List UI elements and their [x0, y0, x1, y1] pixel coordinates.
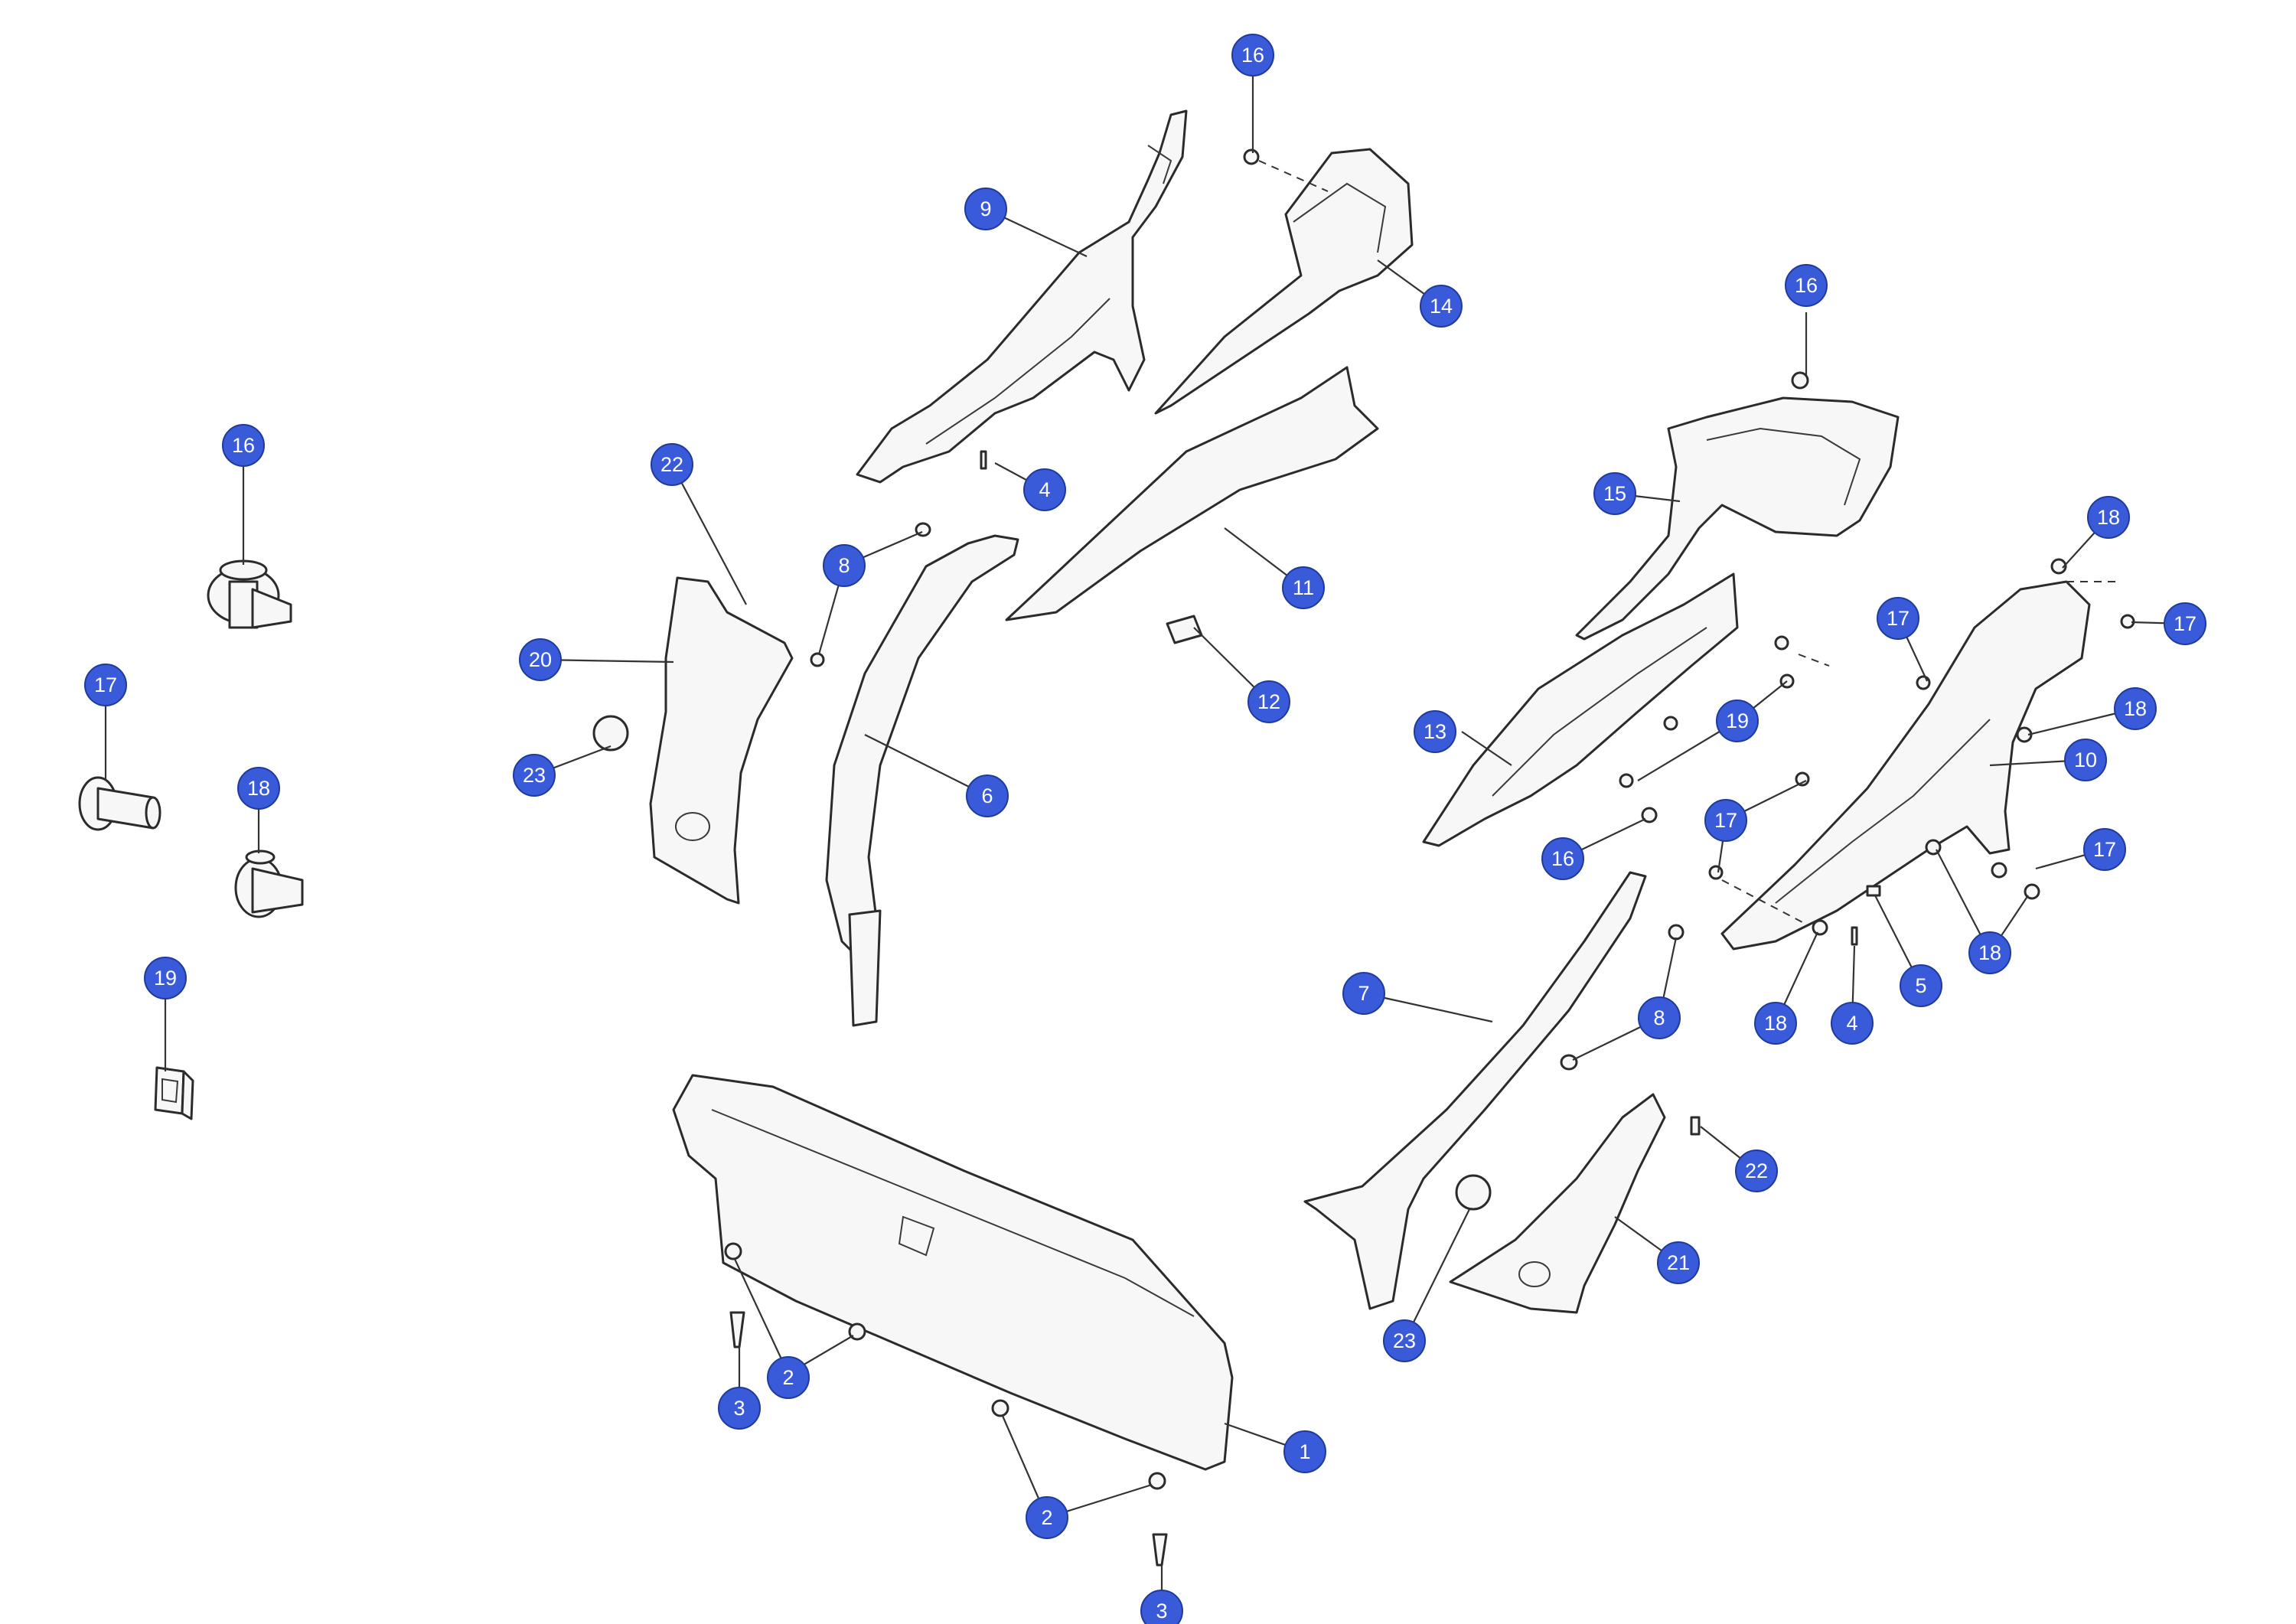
callout-4: 4 [1023, 468, 1066, 511]
callout-4: 4 [1831, 1002, 1874, 1045]
callout-10: 10 [2064, 739, 2107, 781]
callout-23: 23 [1383, 1319, 1426, 1362]
svg-text:16: 16 [1551, 847, 1574, 870]
callout-16: 16 [222, 424, 265, 467]
callout-14: 14 [1420, 285, 1463, 328]
svg-text:5: 5 [1915, 974, 1926, 997]
svg-text:10: 10 [2074, 748, 2097, 771]
clip-19-detail [154, 1066, 194, 1120]
svg-text:15: 15 [1603, 482, 1626, 505]
callout-16: 16 [1541, 837, 1584, 880]
callout-5: 5 [1900, 964, 1942, 1007]
svg-text:18: 18 [247, 777, 270, 800]
part-15-shelf [1575, 396, 1900, 641]
callout-13: 13 [1414, 710, 1456, 753]
svg-text:23: 23 [1393, 1329, 1416, 1352]
svg-text:8: 8 [1653, 1006, 1665, 1029]
part-7-pillar-trim [1303, 871, 1647, 1310]
svg-text:17: 17 [1887, 607, 1910, 630]
part-9-bracket [856, 109, 1188, 484]
svg-text:22: 22 [660, 453, 683, 476]
svg-text:18: 18 [2124, 697, 2147, 720]
part-11-panel [1005, 366, 1379, 621]
svg-text:4: 4 [1039, 478, 1050, 501]
callout-7: 7 [1342, 972, 1385, 1015]
callout-8: 8 [1638, 996, 1681, 1039]
part-13-shelf [1422, 572, 1739, 847]
callout-11: 11 [1282, 566, 1325, 609]
part-21-trim [1449, 1093, 1666, 1314]
callout-22: 22 [651, 443, 693, 486]
callout-3: 3 [1140, 1590, 1183, 1624]
callout-18: 18 [2087, 496, 2130, 539]
callout-22: 22 [1735, 1150, 1778, 1192]
svg-text:6: 6 [981, 784, 993, 807]
svg-text:22: 22 [1745, 1159, 1768, 1182]
svg-text:7: 7 [1358, 982, 1369, 1005]
svg-text:17: 17 [2093, 838, 2116, 861]
callout-18: 18 [1754, 1002, 1797, 1045]
callout-16: 16 [1785, 264, 1828, 307]
svg-text:18: 18 [1978, 941, 2001, 964]
svg-text:2: 2 [782, 1366, 794, 1389]
svg-text:20: 20 [529, 648, 552, 671]
svg-text:3: 3 [733, 1397, 745, 1420]
svg-text:18: 18 [1764, 1012, 1787, 1035]
part-10-bracket [1720, 580, 2091, 951]
callout-19: 19 [144, 957, 187, 1000]
svg-text:4: 4 [1846, 1012, 1857, 1035]
callout-21: 21 [1657, 1241, 1700, 1284]
clip-18-detail [234, 850, 304, 918]
svg-text:12: 12 [1257, 690, 1280, 713]
svg-text:1: 1 [1299, 1440, 1310, 1463]
callout-9: 9 [964, 188, 1007, 230]
svg-text:17: 17 [1714, 809, 1737, 832]
svg-text:3: 3 [1156, 1600, 1167, 1622]
callout-20: 20 [519, 638, 562, 681]
svg-text:16: 16 [1795, 274, 1818, 297]
callout-6: 6 [966, 774, 1009, 817]
callout-23: 23 [513, 754, 556, 797]
svg-text:19: 19 [154, 967, 177, 990]
callout-18: 18 [1968, 931, 2011, 974]
callout-3: 3 [718, 1387, 761, 1430]
part-6-pillar-trim [825, 534, 1019, 958]
callout-2: 2 [1026, 1496, 1068, 1539]
clip-16-detail [207, 559, 292, 629]
callout-2: 2 [767, 1356, 810, 1399]
callout-18: 18 [237, 767, 280, 810]
svg-text:16: 16 [1241, 44, 1264, 67]
callout-17: 17 [2083, 828, 2126, 871]
svg-text:9: 9 [980, 197, 991, 220]
callout-17: 17 [2164, 602, 2206, 645]
svg-text:16: 16 [232, 434, 255, 457]
svg-text:23: 23 [523, 764, 546, 787]
svg-text:19: 19 [1726, 709, 1749, 732]
svg-text:18: 18 [2097, 506, 2120, 529]
svg-text:17: 17 [2174, 612, 2197, 635]
callout-17: 17 [1877, 597, 1919, 640]
svg-text:17: 17 [94, 673, 117, 696]
svg-text:8: 8 [838, 554, 850, 577]
callout-1: 1 [1283, 1430, 1326, 1473]
part-1-sill-plate [672, 1074, 1234, 1471]
svg-text:21: 21 [1667, 1251, 1690, 1274]
callout-12: 12 [1247, 680, 1290, 723]
callout-16: 16 [1231, 34, 1274, 77]
callout-19: 19 [1716, 699, 1759, 742]
svg-text:14: 14 [1430, 295, 1453, 318]
part-14-cover [1154, 148, 1414, 415]
part-20-pillar-trim [649, 576, 794, 905]
callout-8: 8 [823, 544, 866, 587]
callout-18: 18 [2114, 687, 2157, 730]
callout-17: 17 [84, 664, 127, 706]
svg-text:2: 2 [1041, 1506, 1052, 1529]
pin-17-detail [78, 776, 161, 831]
svg-text:11: 11 [1293, 576, 1314, 599]
callout-17: 17 [1704, 799, 1747, 842]
callout-15: 15 [1593, 472, 1636, 515]
svg-text:13: 13 [1424, 720, 1446, 743]
